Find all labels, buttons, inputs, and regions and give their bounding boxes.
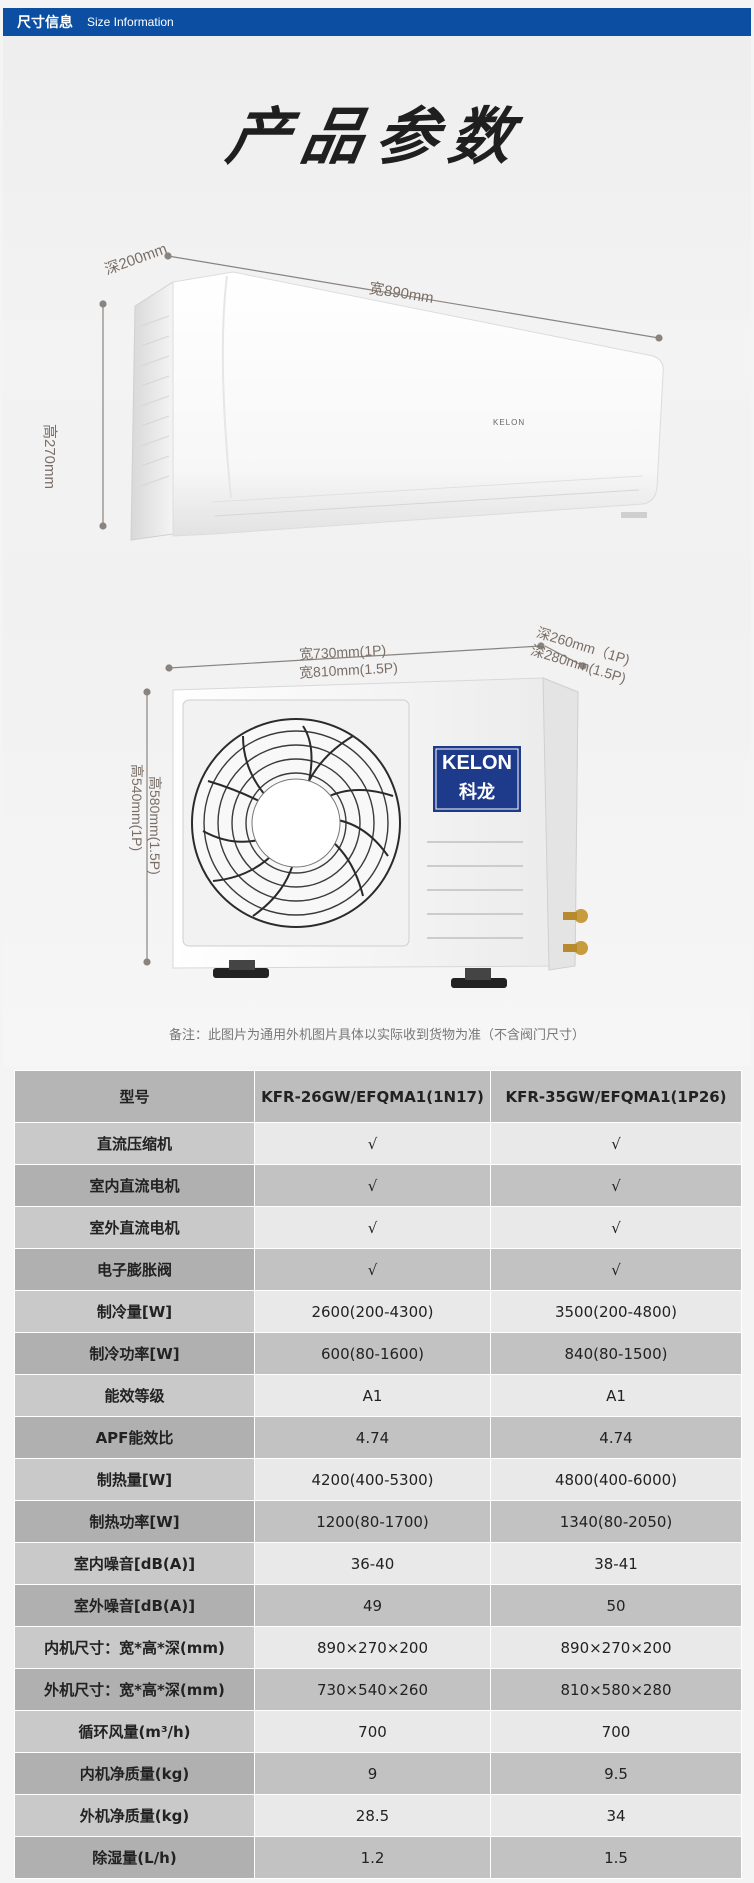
spec-value: √ [490, 1122, 742, 1165]
header-title-cn: 尺寸信息 [17, 15, 73, 31]
spec-label: 能效等级 [14, 1374, 255, 1417]
spec-value: 4.74 [254, 1416, 491, 1459]
spec-label: 外机净质量(kg) [14, 1794, 255, 1837]
spec-value: A1 [490, 1374, 742, 1417]
table-row: 电子膨胀阀√√ [14, 1248, 742, 1291]
spec-value: 890×270×200 [254, 1626, 491, 1669]
spec-label: 制冷量[W] [14, 1290, 255, 1333]
spec-label: 室外噪音[dB(A)] [14, 1584, 255, 1627]
outdoor-dimension-lines [143, 642, 587, 966]
header-model: 型号 [14, 1070, 255, 1123]
indoor-dimension-lines [99, 252, 663, 530]
spec-value: 50 [490, 1584, 742, 1627]
table-row: 室外直流电机√√ [14, 1206, 742, 1249]
spec-value: 700 [490, 1710, 742, 1753]
size-info-header: 尺寸信息 Size Information [3, 8, 751, 36]
header-model-35gw: KFR-35GW/EFQMA1(1P26) [490, 1070, 742, 1123]
spec-value: 730×540×260 [254, 1668, 491, 1711]
spec-value: 9 [254, 1752, 491, 1795]
indoor-unit-image [99, 252, 664, 541]
spec-value: 1340(80-2050) [490, 1500, 742, 1543]
table-row: 制冷功率[W]600(80-1600)840(80-1500) [14, 1332, 742, 1375]
spec-label: 外机尺寸：宽*高*深(mm) [14, 1668, 255, 1711]
spec-label: 制热量[W] [14, 1458, 255, 1501]
spec-value: 1.2 [254, 1836, 491, 1879]
spec-label: 内机尺寸：宽*高*深(mm) [14, 1626, 255, 1669]
spec-value: √ [254, 1122, 491, 1165]
spec-value: 38-41 [490, 1542, 742, 1585]
header-title-en: Size Information [87, 15, 174, 29]
outdoor-brand-en: KELON [442, 752, 512, 774]
spec-label: 制热功率[W] [14, 1500, 255, 1543]
spec-value: 34 [490, 1794, 742, 1837]
spec-table: 型号 KFR-26GW/EFQMA1(1N17) KFR-35GW/EFQMA1… [14, 1070, 742, 1879]
spec-value: 2600(200-4300) [254, 1290, 491, 1333]
spec-label: 直流压缩机 [14, 1122, 255, 1165]
spec-value: √ [490, 1164, 742, 1207]
spec-value: 9.5 [490, 1752, 742, 1795]
spec-label: 室内噪音[dB(A)] [14, 1542, 255, 1585]
spec-value: √ [254, 1206, 491, 1249]
table-row: 室内直流电机√√ [14, 1164, 742, 1207]
spec-value: A1 [254, 1374, 491, 1417]
table-row: 直流压缩机√√ [14, 1122, 742, 1165]
spec-value: 840(80-1500) [490, 1332, 742, 1375]
spec-label: 除湿量(L/h) [14, 1836, 255, 1879]
outdoor-brand-cn: 科龙 [459, 782, 495, 803]
spec-value: √ [490, 1206, 742, 1249]
outdoor-unit-body [172, 677, 588, 988]
header-model-26gw: KFR-26GW/EFQMA1(1N17) [254, 1070, 491, 1123]
photo-disclaimer: 备注：此图片为通用外机图片具体以实际收到货物为准（不含阀门尺寸） [168, 1028, 585, 1043]
spec-label: 循环风量(m³/h) [14, 1710, 255, 1753]
outdoor-height-1p-label: 高540mm(1P) [129, 764, 145, 852]
spec-label: 室外直流电机 [14, 1206, 255, 1249]
outdoor-height-15p-label: 高580mm(1.5P) [147, 776, 163, 875]
spec-value: 600(80-1600) [254, 1332, 491, 1375]
indoor-brand-label: KELON [493, 418, 526, 427]
spec-value: 890×270×200 [490, 1626, 742, 1669]
spec-value: √ [254, 1248, 491, 1291]
spec-value: 4200(400-5300) [254, 1458, 491, 1501]
spec-value: 1200(80-1700) [254, 1500, 491, 1543]
outdoor-unit-image [143, 642, 588, 988]
spec-value: 49 [254, 1584, 491, 1627]
spec-label: APF能效比 [14, 1416, 255, 1459]
indoor-unit-body [130, 271, 664, 541]
spec-value: 28.5 [254, 1794, 491, 1837]
spec-value: 36-40 [254, 1542, 491, 1585]
spec-label: 室内直流电机 [14, 1164, 255, 1207]
spec-table-header: 型号 KFR-26GW/EFQMA1(1N17) KFR-35GW/EFQMA1… [14, 1070, 742, 1123]
spec-value: 4.74 [490, 1416, 742, 1459]
spec-label: 电子膨胀阀 [14, 1248, 255, 1291]
table-row: 制冷量[W]2600(200-4300)3500(200-4800) [14, 1290, 742, 1333]
spec-label: 内机净质量(kg) [14, 1752, 255, 1795]
spec-value: 3500(200-4800) [490, 1290, 742, 1333]
spec-value: √ [490, 1248, 742, 1291]
table-row: 制热量[W]4200(400-5300)4800(400-6000) [14, 1458, 742, 1501]
spec-label: 制冷功率[W] [14, 1332, 255, 1375]
spec-value: 700 [254, 1710, 491, 1753]
spec-value: 4800(400-6000) [490, 1458, 742, 1501]
spec-value: √ [254, 1164, 491, 1207]
product-photo: 产品参数 [3, 36, 751, 1066]
spec-value: 810×580×280 [490, 1668, 742, 1711]
spec-value: 1.5 [490, 1836, 742, 1879]
table-row: 制热功率[W]1200(80-1700)1340(80-2050) [14, 1500, 742, 1543]
